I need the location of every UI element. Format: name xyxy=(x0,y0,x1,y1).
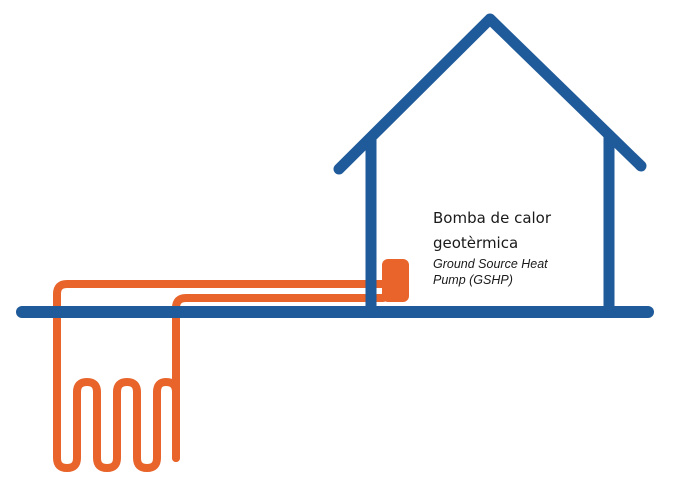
title-line-2: geotèrmica xyxy=(433,234,519,252)
outer-pipe xyxy=(53,280,387,472)
house-outline xyxy=(333,13,647,318)
subtitle-line-2: Pump (GSHP) xyxy=(433,273,513,287)
roof xyxy=(333,13,647,175)
heat-pump-subtitle: Ground Source Heat Pump (GSHP) xyxy=(433,256,603,288)
inner-pipe xyxy=(172,294,387,462)
heat-pump-title: Bomba de calor geotèrmica xyxy=(433,206,603,256)
heat-pump-unit xyxy=(382,259,409,302)
title-line-1: Bomba de calor xyxy=(433,209,552,227)
subtitle-line-1: Ground Source Heat xyxy=(433,257,548,271)
